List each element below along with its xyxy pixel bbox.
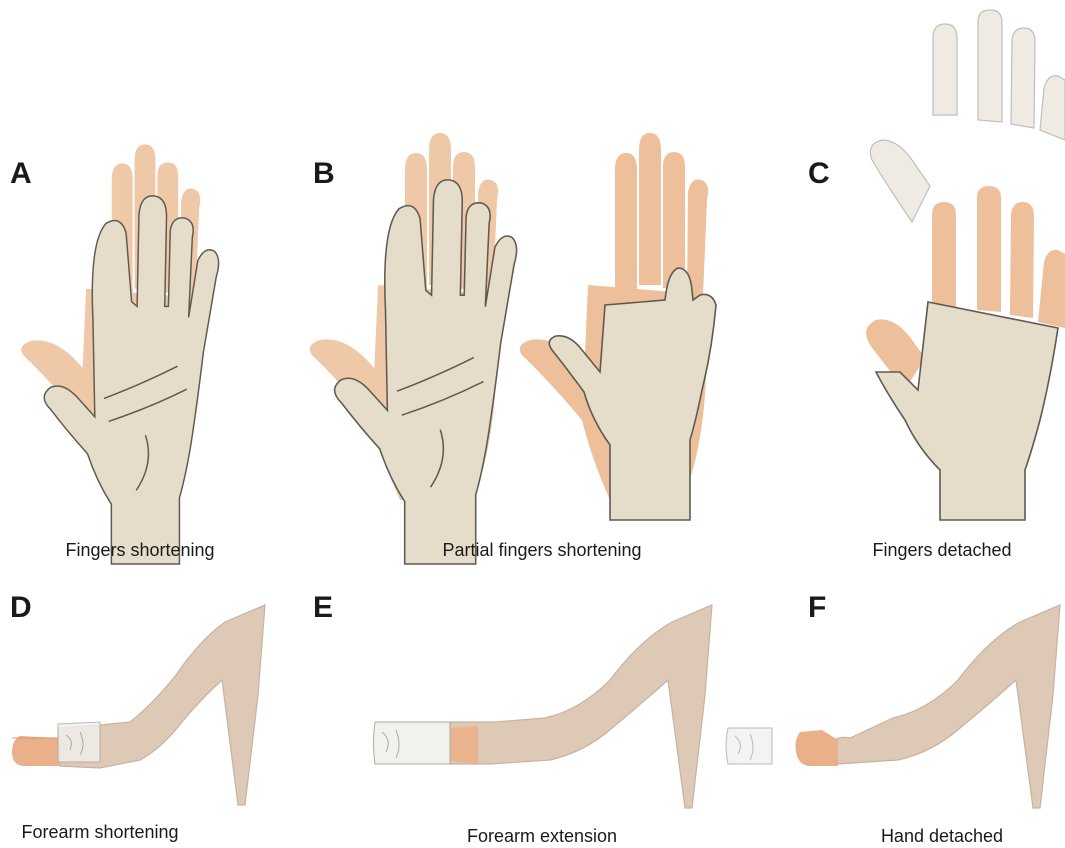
panel-letter-c: C	[808, 157, 830, 190]
panel-f: F Hand detached	[726, 591, 1060, 846]
arm-f	[796, 605, 1061, 808]
caption-c: Fingers detached	[872, 540, 1011, 560]
detached-fingers	[870, 10, 1065, 222]
panel-letter-b: B	[313, 157, 335, 190]
arm-e	[374, 605, 713, 808]
arm-d	[12, 605, 265, 805]
caption-a: Fingers shortening	[65, 540, 214, 560]
panel-letter-d: D	[10, 591, 32, 624]
panel-letter-a: A	[10, 157, 32, 190]
detached-hand	[726, 728, 772, 764]
panel-letter-f: F	[808, 591, 826, 624]
panel-b: B Partial fingers shortening	[310, 133, 716, 564]
panel-letter-e: E	[313, 591, 333, 624]
panel-c: C Fingers detached	[808, 10, 1065, 560]
panel-a: A Fingers shortening	[10, 144, 219, 564]
caption-f: Hand detached	[881, 826, 1003, 846]
panel-e: E Forearm extension	[313, 591, 712, 846]
caption-e: Forearm extension	[467, 826, 617, 846]
caption-d: Forearm shortening	[21, 822, 178, 842]
panel-d: D Forearm shortening	[10, 591, 265, 842]
caption-b: Partial fingers shortening	[442, 540, 641, 560]
